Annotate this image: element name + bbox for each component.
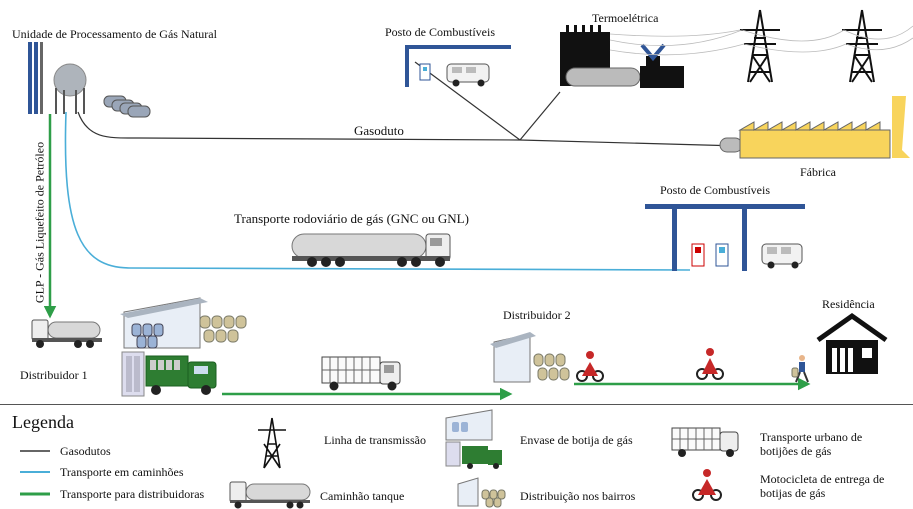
distributor-2-icon [490, 332, 604, 383]
truck-transport-line [64, 111, 691, 271]
distributor-1-icon [31, 297, 247, 397]
legend-motorcycle-line1: Motocicleta de entrega de [760, 472, 885, 486]
fuel-station-1-icon [405, 45, 511, 87]
fuel-station-1-label: Posto de Combustíveis [385, 25, 496, 39]
legend-bairros-icon [457, 477, 506, 508]
legend-tower-icon [258, 417, 286, 469]
transmission-tower-icon [842, 9, 882, 83]
van-icon [761, 243, 803, 269]
motorcycle-icon [696, 348, 724, 380]
legend-transmission-line: Linha de transmissão [324, 433, 426, 447]
tanker-truck-icon [291, 233, 451, 267]
upgn-label: Unidade de Processamento de Gás Natural [12, 27, 217, 41]
residence-label: Residência [822, 297, 875, 311]
transmission-tower-icon [740, 9, 780, 83]
green-cylinder-truck-icon [145, 355, 217, 395]
thermoelectric-label: Termoelétrica [592, 11, 659, 25]
van-icon [446, 63, 490, 87]
factory-label: Fábrica [800, 165, 836, 179]
legend-distribuidoras: Transporte para distribuidoras [60, 487, 205, 501]
legend-divider [0, 404, 913, 405]
gas-cylinder-stack [121, 351, 145, 397]
delivery-person-icon [791, 355, 809, 383]
legend-envase: Envase de botija de gás [520, 433, 633, 447]
legend-urban-truck-icon [671, 427, 739, 457]
legend-gasodutos: Gasodutos [60, 444, 111, 458]
legend-tanker-icon [229, 481, 311, 509]
legend-motorcycle-line2: botijas de gás [760, 486, 826, 500]
legend-bairros: Distribuição nos bairros [520, 489, 636, 503]
distributor-2-label: Distribuidor 2 [503, 308, 571, 322]
road-transport-label: Transporte rodoviário de gás (GNC ou GNL… [234, 211, 469, 226]
distributor-1-label: Distribuidor 1 [20, 368, 88, 382]
legend-motorcycle-icon [692, 469, 722, 501]
glp-label: GLP - Gás Liquefeito de Petróleo [32, 141, 47, 304]
pipeline-label: Gasoduto [354, 123, 404, 138]
fuel-station-2-label: Posto de Combustíveis [660, 183, 771, 197]
processing-plant-icon [28, 42, 151, 118]
tanker-truck-icon [31, 319, 102, 348]
thermoelectric-plant-icon [560, 25, 684, 88]
urban-gas-truck-icon [321, 356, 401, 391]
motorcycle-icon [576, 351, 604, 382]
power-lines [609, 25, 913, 56]
legend-urban-truck-line2: botijões de gás [760, 444, 832, 458]
gas-pipeline [77, 61, 741, 147]
legend-caminhoes: Transporte em caminhões [60, 465, 184, 479]
legend-envase-icon [445, 409, 502, 469]
legend-title: Legenda [12, 412, 74, 432]
legend-tanker-truck: Caminhão tanque [320, 489, 405, 503]
fuel-station-2-icon [645, 204, 805, 271]
legend-urban-truck-line1: Transporte urbano de [760, 430, 863, 444]
factory-icon [719, 96, 910, 159]
house-icon [816, 312, 888, 374]
